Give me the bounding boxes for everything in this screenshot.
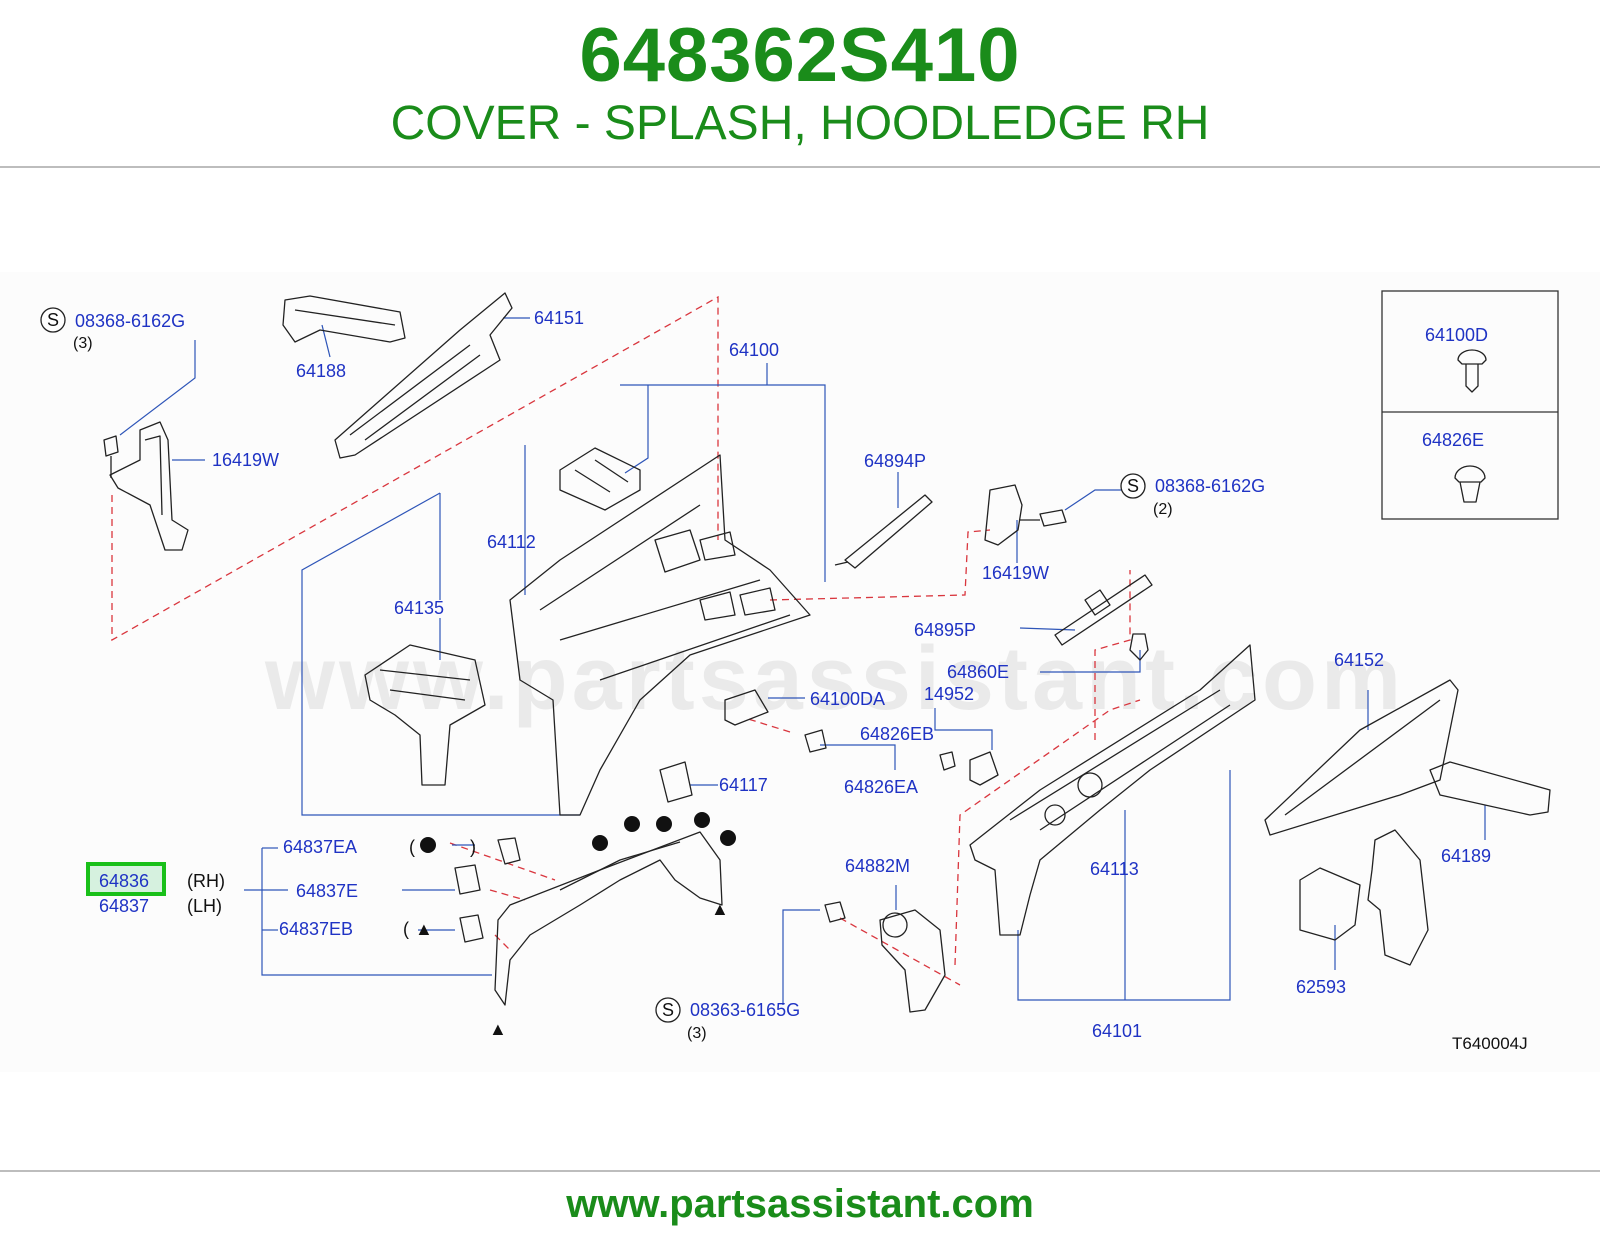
callout-64135[interactable]: 64135 — [394, 598, 444, 618]
callout-qty: (2) — [1153, 501, 1173, 518]
callout-64113[interactable]: 64113 — [1090, 859, 1139, 879]
s-badge-icon: S — [1120, 473, 1146, 499]
part-16419W-left-bracket — [103, 421, 189, 551]
svg-text:S: S — [47, 310, 59, 330]
s-badge-icon: S — [40, 307, 66, 333]
s-badge-icon: S — [655, 997, 681, 1023]
inset-callout-64100D[interactable]: 64100D — [1425, 325, 1488, 345]
callout-62593[interactable]: 62593 — [1296, 977, 1346, 997]
part-64152-panel — [1264, 679, 1459, 836]
svg-text:S: S — [662, 1000, 674, 1020]
callout-64837E[interactable]: 64837E — [296, 881, 358, 901]
callout-64837EA[interactable]: 64837EA — [283, 837, 357, 857]
part-14952-grommet — [969, 751, 999, 786]
side-label-lh: (LH) — [187, 896, 222, 916]
footer-divider — [0, 1170, 1600, 1172]
side-label-rh: (RH) — [187, 871, 225, 891]
part-64882M-bracket — [879, 909, 946, 1013]
callout-64189[interactable]: 64189 — [1441, 846, 1491, 866]
callout-14952[interactable]: 14952 — [924, 684, 974, 704]
part-16419W-right-bracket — [984, 484, 1023, 546]
hole-markers — [420, 812, 736, 853]
part-64860E-clip — [1129, 633, 1149, 661]
callout-qty: (3) — [687, 1025, 707, 1042]
callout-08363-6165G[interactable]: 08363-6165G — [690, 1000, 800, 1020]
callout-64860E[interactable]: 64860E — [947, 662, 1009, 682]
part-64894P-strip — [834, 494, 933, 569]
callout-64152[interactable]: 64152 — [1334, 650, 1384, 670]
page-subtitle: COVER - SPLASH, HOODLEDGE RH — [390, 97, 1210, 150]
triangle-marker-icon: ▲ — [489, 1019, 507, 1039]
part-64113-member — [969, 644, 1256, 936]
part-bracket-right — [1367, 829, 1429, 966]
callout-64882M[interactable]: 64882M — [845, 856, 910, 876]
callout-64117[interactable]: 64117 — [719, 775, 768, 795]
diagram-background — [0, 272, 1600, 1072]
callout-64837[interactable]: 64837 — [99, 896, 149, 916]
callout-64112[interactable]: 64112 — [487, 532, 536, 552]
callout-64826EA[interactable]: 64826EA — [844, 777, 918, 797]
triangle-marker-icon: ▲ — [415, 919, 433, 939]
triangle-marker-icon: ▲ — [711, 899, 729, 919]
part-64117-pad — [659, 761, 693, 803]
svg-text:S: S — [1127, 476, 1139, 496]
part-64100DA-pad — [724, 689, 769, 726]
part-clips-left — [454, 837, 521, 943]
page-title: 648362S410 — [579, 13, 1021, 98]
paren-close: ) — [470, 837, 476, 857]
callout-64836[interactable]: 64836 — [99, 871, 149, 891]
paren-open: ( — [409, 837, 415, 857]
part-64112-apron — [509, 454, 811, 816]
callout-64837EB[interactable]: 64837EB — [279, 919, 353, 939]
highlight-box — [86, 862, 166, 896]
callout-64894P[interactable]: 64894P — [864, 451, 926, 471]
part-64826EB-clip — [939, 751, 956, 771]
part-64188-bracket — [282, 295, 406, 343]
callout-16419W[interactable]: 16419W — [982, 563, 1049, 583]
callout-08368-6162G[interactable]: 08368-6162G — [75, 311, 185, 331]
header-divider — [0, 166, 1600, 168]
part-62593-block — [1299, 867, 1361, 941]
callout-qty: (3) — [73, 335, 93, 352]
paren-open: ( — [403, 919, 409, 939]
callout-16419W[interactable]: 16419W — [212, 450, 279, 470]
callout-64100[interactable]: 64100 — [729, 340, 779, 360]
part-bolt-08363 — [824, 901, 846, 923]
inset-box — [1381, 290, 1559, 520]
part-64135-box — [364, 644, 486, 786]
callout-64151[interactable]: 64151 — [534, 308, 584, 328]
part-64836-splash-cover — [494, 831, 723, 1006]
part-64151-panel — [334, 292, 513, 459]
part-64189-bracket — [1429, 761, 1551, 816]
diagram-code: T640004J — [1452, 1034, 1528, 1053]
callout-64188[interactable]: 64188 — [296, 361, 346, 381]
part-bolt-08368-right — [1020, 509, 1067, 527]
part-64826EA-clip — [804, 729, 827, 753]
callout-64895P[interactable]: 64895P — [914, 620, 976, 640]
footer-site-link[interactable]: www.partsassistant.com — [566, 1182, 1034, 1226]
callout-64826EB[interactable]: 64826EB — [860, 724, 934, 744]
callout-64100DA[interactable]: 64100DA — [810, 689, 885, 709]
assembly-dashed-lines — [111, 295, 1141, 986]
callout-64101[interactable]: 64101 — [1092, 1021, 1142, 1041]
leader-lines — [119, 317, 1486, 1005]
part-64895P-strip — [1054, 574, 1153, 646]
callout-08368-6162G[interactable]: 08368-6162G — [1155, 476, 1265, 496]
inset-callout-64826E[interactable]: 64826E — [1422, 430, 1484, 450]
part-64100-bracket-top — [559, 447, 641, 511]
